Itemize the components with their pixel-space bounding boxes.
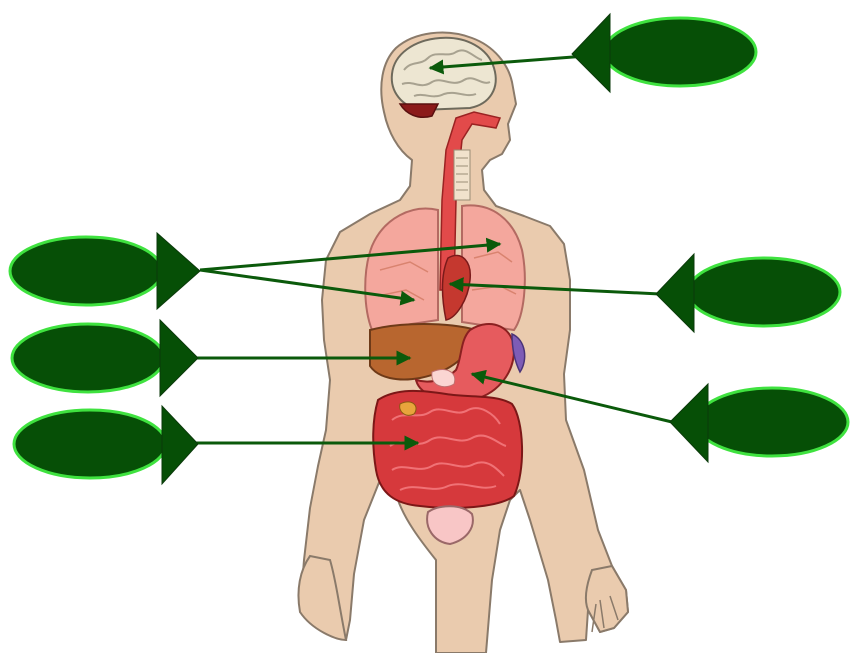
right-hand (586, 566, 628, 632)
label-heart[interactable] (656, 254, 840, 332)
label-lungs[interactable] (10, 233, 200, 309)
intestine-organ (373, 391, 522, 508)
label-liver[interactable] (12, 320, 198, 396)
label-small-intestine[interactable] (14, 406, 198, 484)
label-brain[interactable] (572, 14, 756, 92)
brain-organ (392, 38, 496, 117)
label-stomach[interactable] (670, 384, 848, 462)
